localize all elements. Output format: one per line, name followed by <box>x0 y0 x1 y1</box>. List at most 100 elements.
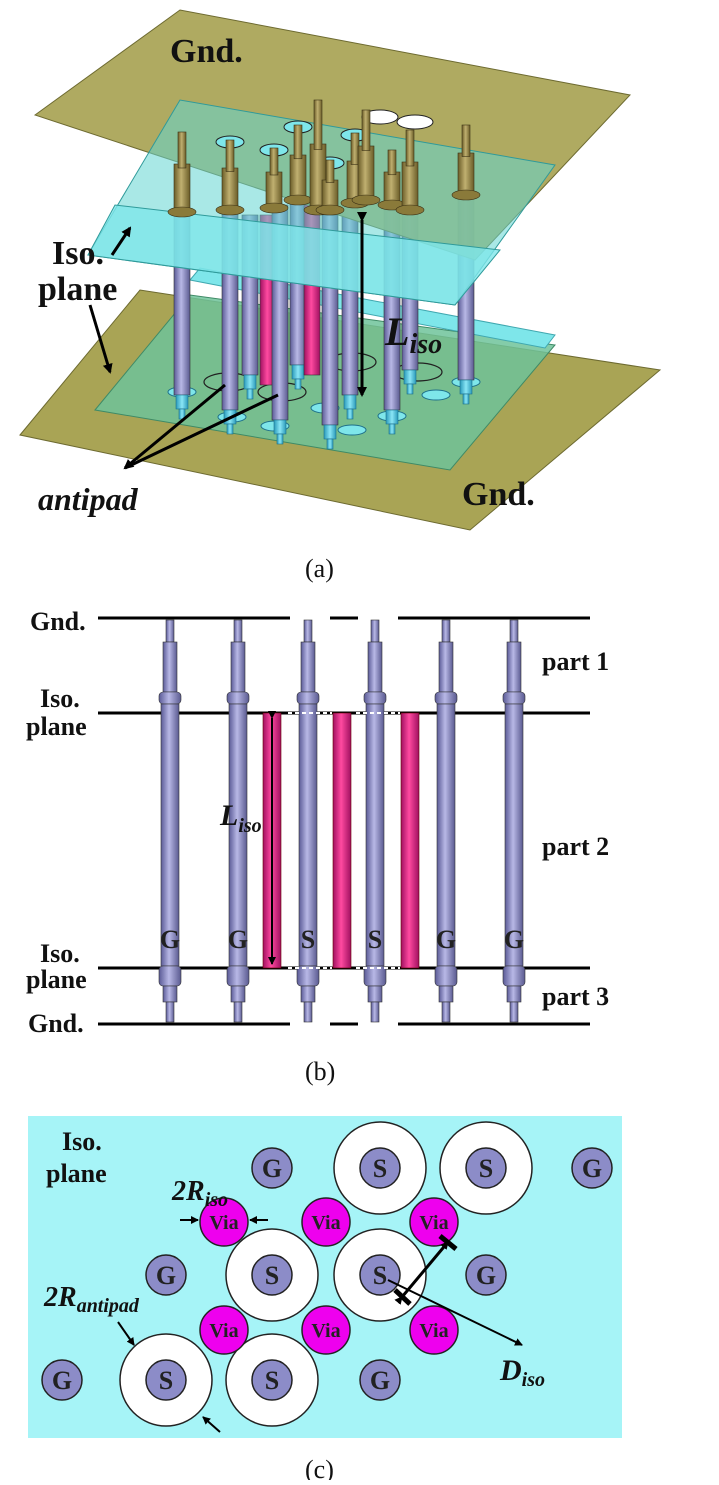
via-top-neck-4 <box>293 124 303 160</box>
side-rod-collar-bot-5 <box>434 965 458 987</box>
via-top-collar-2 <box>215 204 245 216</box>
side-rod-collar-bot-2 <box>226 965 250 987</box>
diso-tick-1 <box>393 1288 412 1306</box>
side-rod-collar-top-6 <box>502 691 526 705</box>
via-top-body-4 <box>289 154 307 201</box>
via-rod-end-2 <box>226 423 234 435</box>
panel-b-side-view: Gnd. Iso. plane Iso. plane Gnd. part 1 p… <box>26 607 609 1086</box>
side-rod-end-6 <box>509 1001 519 1023</box>
via-rod-end-12 <box>462 393 470 405</box>
liso-label: Liso <box>384 309 442 360</box>
side-rod-top-pin-2 <box>233 619 243 643</box>
via-top-collar-3 <box>259 202 289 214</box>
signal-label-5: S <box>159 1366 173 1395</box>
gnd-top-label: Gnd. <box>170 33 243 70</box>
via-rod-end-11 <box>406 383 414 395</box>
r-antipad-label: 2Rantipad <box>43 1282 140 1317</box>
signal-label-3: S <box>265 1261 279 1290</box>
via-rod-end-6 <box>294 378 302 390</box>
iso-pointer-top <box>110 226 132 256</box>
return-via-label-1: Via <box>209 1212 238 1234</box>
rantipad-arrow-bottom <box>202 1416 221 1433</box>
via-top-collar-6 <box>315 204 345 216</box>
side-gnd-top: Gnd. <box>30 607 86 636</box>
rantipad-arrow-top <box>117 1321 135 1346</box>
return-via-label-6: Via <box>419 1320 448 1342</box>
via-top-neck-5 <box>313 99 323 150</box>
antipad-pointer <box>123 383 226 470</box>
via-top-collar-8 <box>351 194 381 206</box>
side-iso-bot-2: plane <box>26 965 87 994</box>
side-rod-lower-3 <box>300 985 316 1003</box>
via-top-collar-1 <box>167 206 197 218</box>
ground-label-4: G <box>476 1261 496 1290</box>
c-iso-2: plane <box>46 1159 107 1188</box>
via-rod-end-10 <box>388 423 396 435</box>
iso-label-1: Iso. <box>52 235 104 272</box>
signal-label-4: S <box>373 1261 387 1290</box>
side-rod-upper-1 <box>162 641 178 693</box>
d-iso-sub: iso <box>522 1369 545 1391</box>
pin-label-6: G <box>504 925 524 954</box>
side-rod-collar-bot-3 <box>296 965 320 987</box>
top-iso-plane-lower <box>87 204 501 306</box>
side-rod-collar-top-1 <box>158 691 182 705</box>
return-via-label-3: Via <box>419 1212 448 1234</box>
return-via-dot-1 <box>199 1197 249 1247</box>
signal-via-3 <box>251 1254 293 1296</box>
r-antipad-sub: antipad <box>77 1295 140 1317</box>
via-top-neck-8 <box>361 109 371 151</box>
side-rod-lower-2 <box>230 985 246 1003</box>
via-rod-tip-12 <box>459 379 473 395</box>
side-liso-label: Liso <box>219 799 262 837</box>
return-via-3 <box>400 712 420 969</box>
caption-b: (b) <box>305 1057 335 1086</box>
return-via-dot-2 <box>301 1197 351 1247</box>
ground-label-6: G <box>370 1366 390 1395</box>
liso-main: L <box>384 309 409 354</box>
part2-label: part 2 <box>542 832 609 861</box>
side-rod-top-pin-3 <box>303 619 313 643</box>
side-rod-upper-3 <box>300 641 316 693</box>
side-rod-top-pin-1 <box>165 619 175 643</box>
side-gnd-bottom: Gnd. <box>28 1009 84 1038</box>
liso-sub: iso <box>409 329 442 360</box>
via-top-body-1 <box>173 163 191 213</box>
side-iso-top-1: Iso. <box>40 684 80 713</box>
side-rod-upper-6 <box>506 641 522 693</box>
diso-pointer <box>387 1279 523 1346</box>
side-rod-end-5 <box>441 1001 451 1023</box>
pin-label-3: S <box>301 925 315 954</box>
via-top-neck-1 <box>177 131 187 169</box>
return-via-dot-6 <box>409 1305 459 1355</box>
via-top-neck-10 <box>405 129 415 167</box>
via-rod-end-9 <box>346 408 354 420</box>
via-top-neck-9 <box>387 149 397 176</box>
via-top-collar-11 <box>451 189 481 201</box>
side-liso-main: L <box>219 799 238 832</box>
side-rod-top-pin-6 <box>509 619 519 643</box>
side-rod-lower-4 <box>367 985 383 1003</box>
ground-via-5 <box>41 1359 83 1401</box>
signal-label-2: S <box>479 1154 493 1183</box>
ground-via-1 <box>251 1147 293 1189</box>
antipad-pointer-2 <box>124 393 279 470</box>
pin-label-1: G <box>160 925 180 954</box>
side-rod-top-pin-4 <box>370 619 380 643</box>
via-top-neck-3 <box>269 147 279 176</box>
return-via-dot-5 <box>301 1305 351 1355</box>
ground-label-2: G <box>582 1154 602 1183</box>
ground-label-5: G <box>52 1366 72 1395</box>
gnd-bottom-label: Gnd. <box>462 476 535 513</box>
c-iso-1: Iso. <box>62 1127 102 1156</box>
side-rod-collar-top-5 <box>434 691 458 705</box>
via-top-body-10 <box>401 161 419 211</box>
via-top-pins <box>167 99 481 218</box>
side-rod-end-1 <box>165 1001 175 1023</box>
pin-label-4: S <box>368 925 382 954</box>
via-rod-tip-1 <box>175 394 189 410</box>
side-rod-end-2 <box>233 1001 243 1023</box>
side-rod-collar-bot-1 <box>158 965 182 987</box>
r-iso-sub: iso <box>205 1189 228 1211</box>
